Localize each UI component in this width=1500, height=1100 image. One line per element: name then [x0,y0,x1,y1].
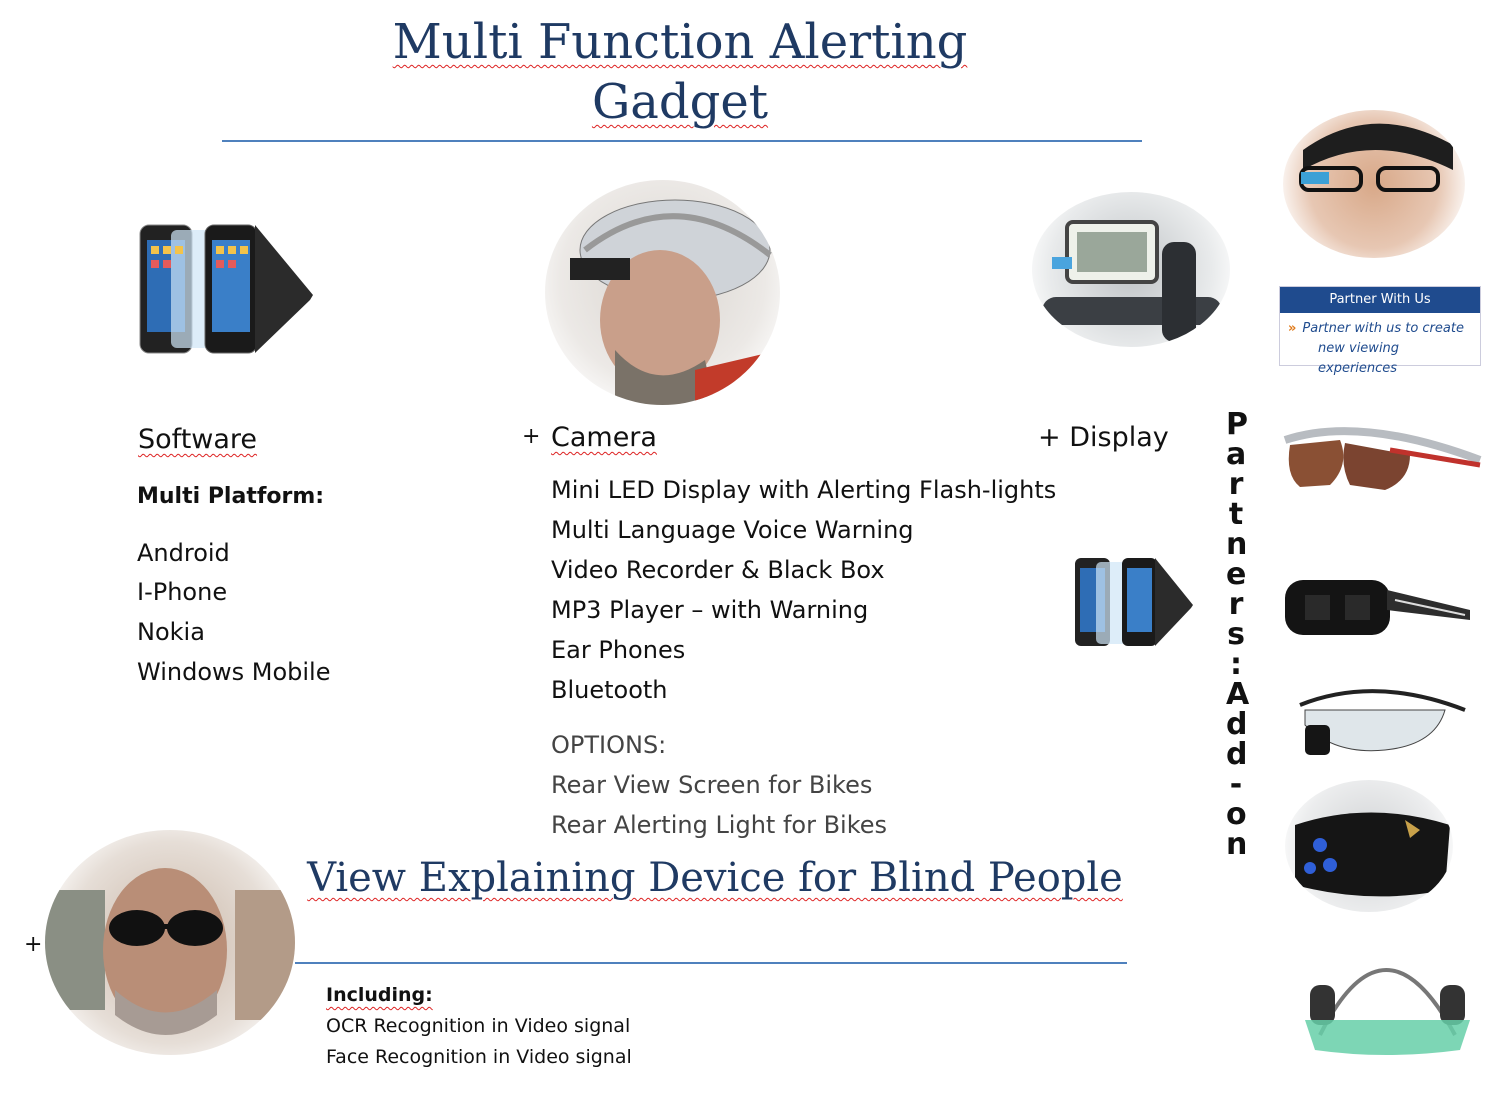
options-heading: OPTIONS: [551,731,667,759]
platform-windows-mobile: Windows Mobile [137,658,331,686]
blind-plus: + [24,932,43,957]
partners-vertical-text: Partners : Add-on [1226,407,1250,862]
feature-video-recorder: Video Recorder & Black Box [551,556,885,584]
platform-heading: Multi Platform: [137,484,325,509]
including-ocr: OCR Recognition in Video signal [326,1015,631,1037]
blind-title-rule [295,962,1127,964]
platform-iphone: I-Phone [137,578,228,606]
feature-led-display: Mini LED Display with Alerting Flash-lig… [551,476,1057,504]
partner-box-line2: new viewing experiences [1318,341,1400,376]
green-visor-headset-photo [1295,925,1480,1090]
glasses-man-photo [1283,110,1465,258]
feature-ear-phones: Ear Phones [551,636,686,664]
platform-android: Android [137,539,230,567]
partner-arrow-icon: » [1288,321,1297,336]
page-title-line2: Gadget [591,74,769,130]
display-phones-image [1060,550,1195,650]
title-rule [222,140,1142,142]
phones-image [135,210,325,360]
sunglasses-man-photo [45,830,295,1055]
sport-sunglasses-photo [1270,405,1485,515]
option-rear-alerting-light: Rear Alerting Light for Bikes [551,811,888,839]
feature-bluetooth: Bluetooth [551,676,668,704]
feature-voice-warning: Multi Language Voice Warning [551,516,914,544]
including-face: Face Recognition in Video signal [326,1046,632,1068]
option-rear-view-screen: Rear View Screen for Bikes [551,771,873,799]
software-label: Software [138,424,258,455]
camera-label: Camera [551,422,657,453]
ski-goggles-photo [1285,780,1453,912]
partner-box-line1: Partner with us to create [1302,321,1464,336]
including-heading: Including: [326,984,433,1006]
display-label: + Display [1038,422,1169,453]
camera-plus: + [522,424,541,449]
bike-display-photo [1032,192,1230,347]
safety-glasses-photo [1295,675,1470,775]
platform-nokia: Nokia [137,618,205,646]
blind-device-title: View Explaining Device for Blind People [307,855,1123,901]
helmet-camera-photo [545,180,780,405]
page-title-line1: Multi Function Alerting [392,14,968,70]
video-glasses-photo [1275,555,1475,660]
partners-vertical-label: Partners : Add-on [1218,410,1254,860]
partner-box-title: Partner With Us [1280,287,1480,313]
feature-mp3-player: MP3 Player – with Warning [551,596,869,624]
partner-box[interactable]: Partner With Us » Partner with us to crea… [1279,286,1481,376]
